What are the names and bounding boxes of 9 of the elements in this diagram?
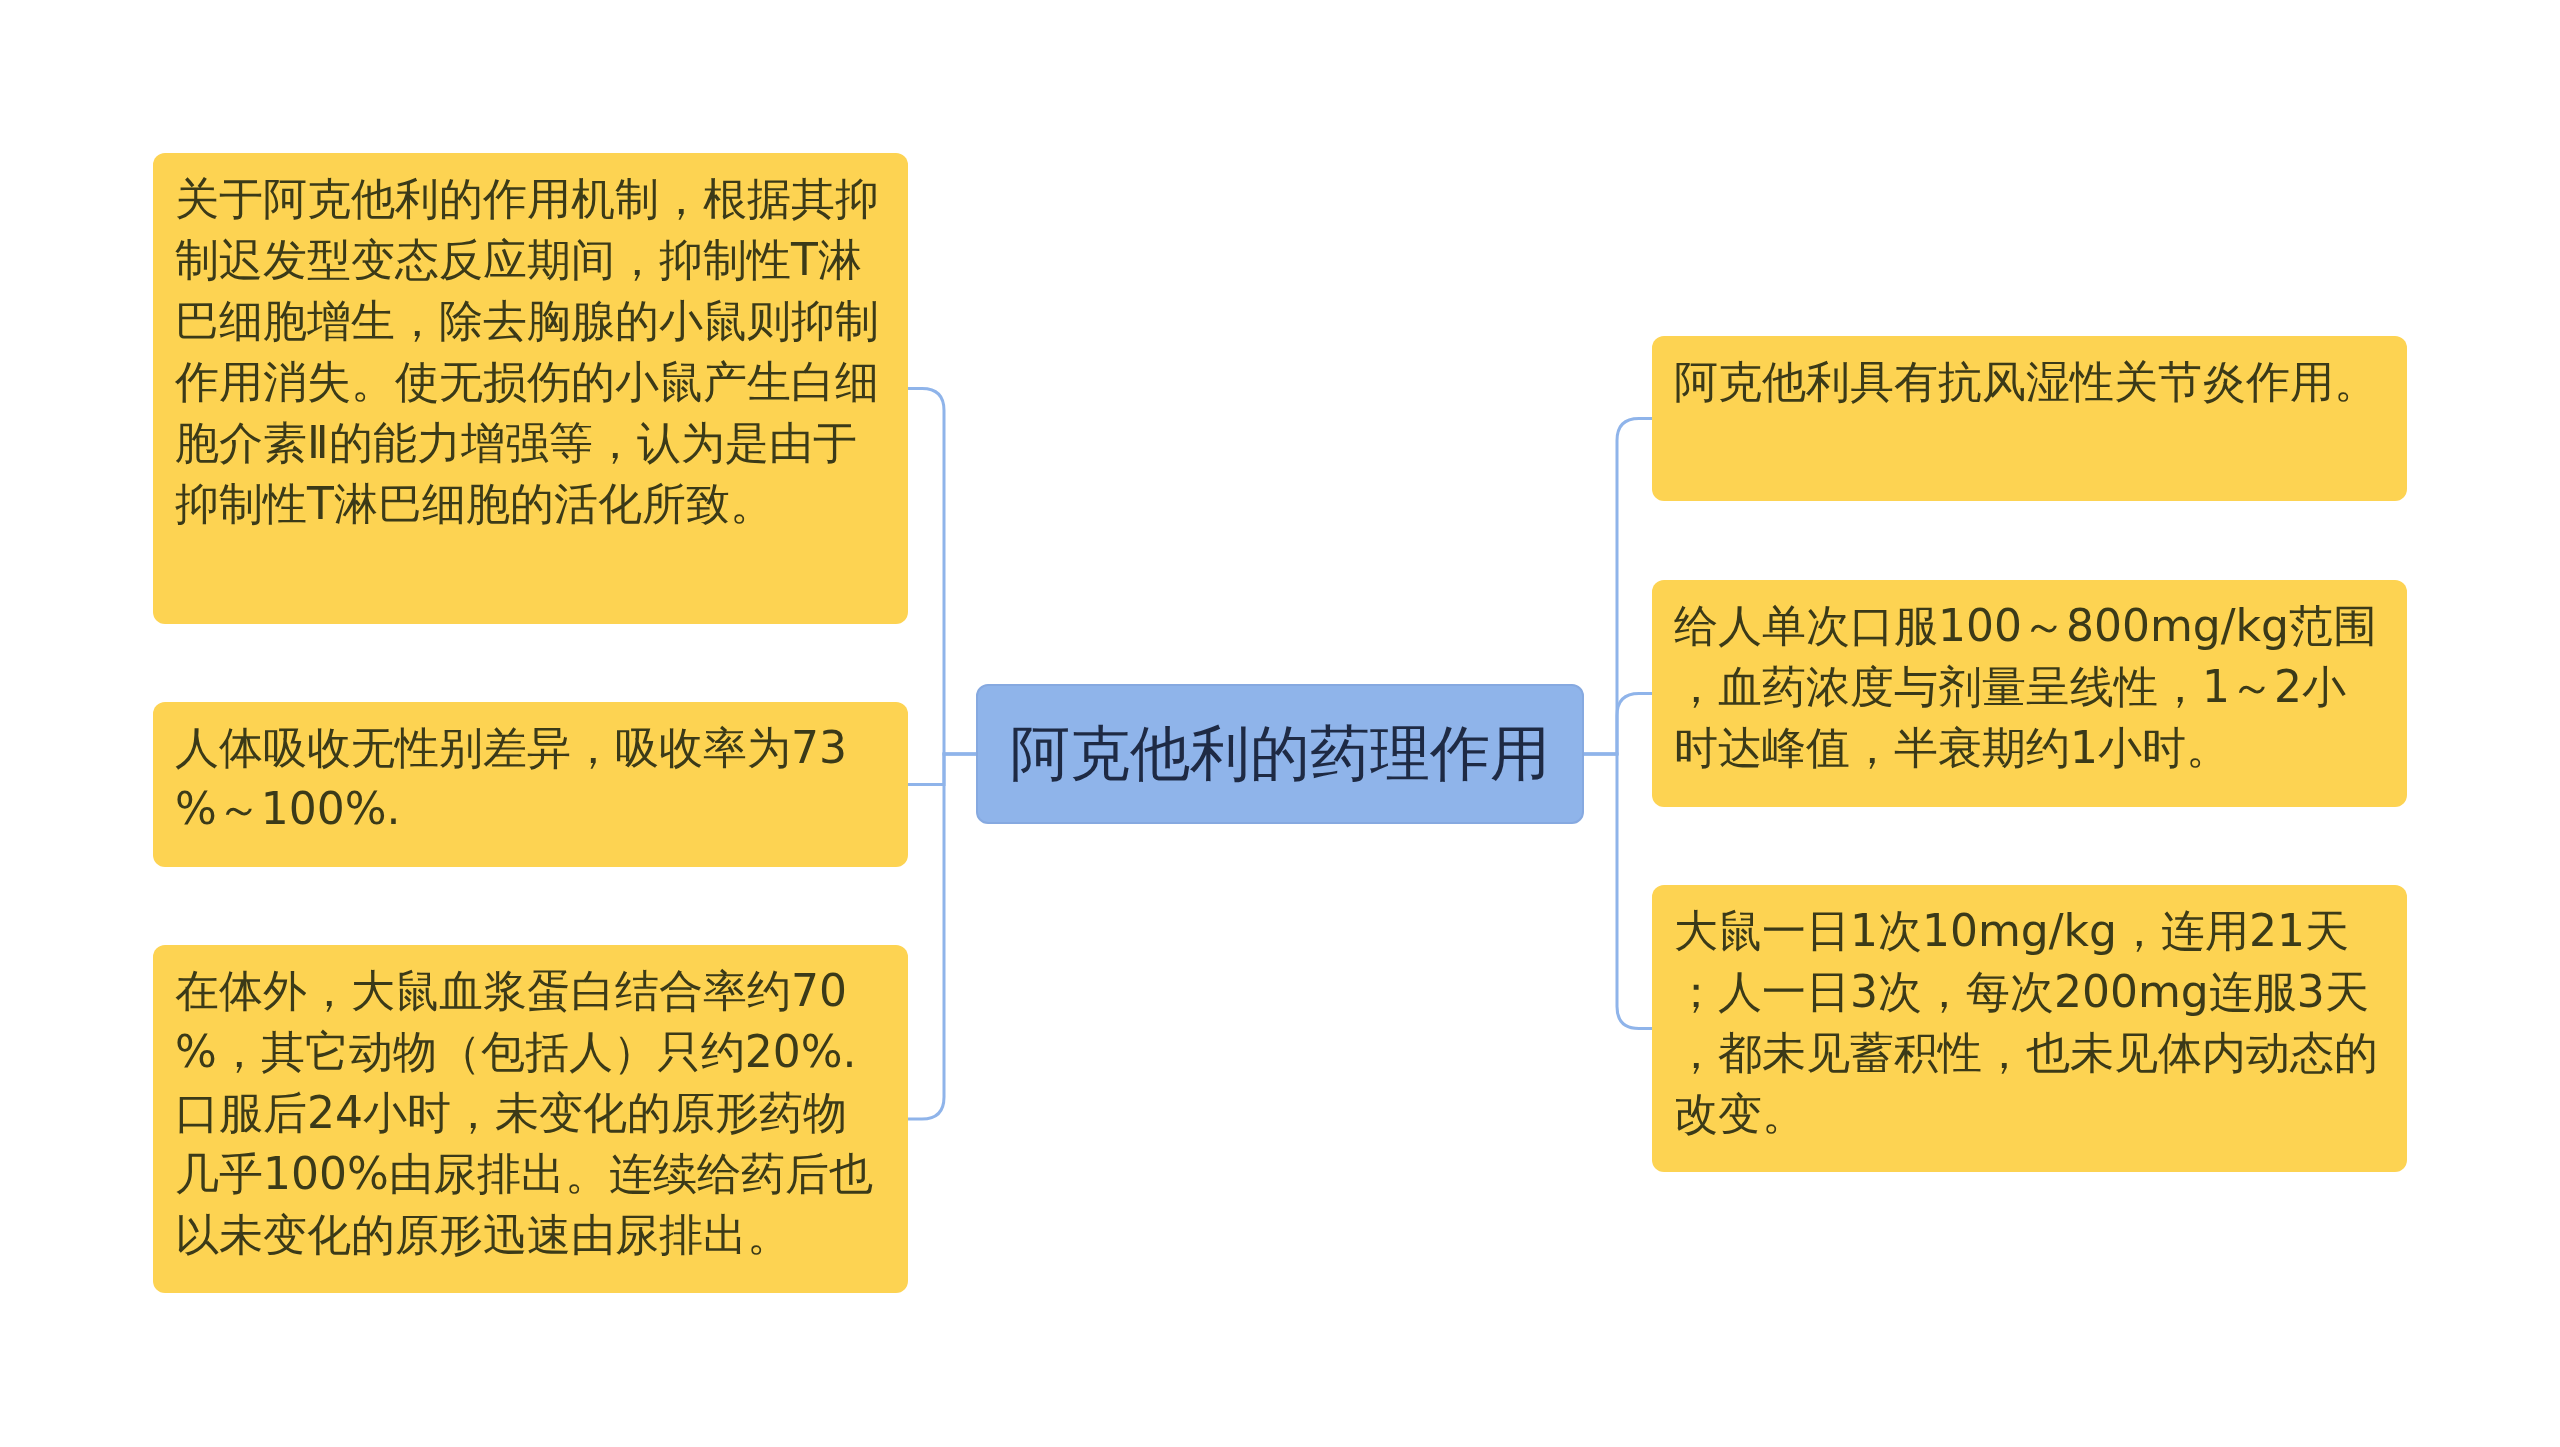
- connector-line: [908, 752, 976, 1121]
- topic-box: 关于阿克他利的作用机制，根据其抑制迟发型变态反应期间，抑制性T淋巴细胞增生，除去胸腺的小鼠则抑制作用消失。使无损伤的小鼠产生白细胞介素Ⅱ的能力增强等，认为是由于抑制性T淋巴细胞的活化所致。: [153, 153, 908, 624]
- connector-line: [1584, 752, 1652, 1030]
- topic-box: 大鼠一日1次10mg/kg，连用21天；人一日3次，每次200mg连服3天，都未见蓄积性，也未见体内动态的改变。: [1652, 885, 2407, 1172]
- topic-box: 人体吸收无性别差异，吸收率为73%～100%.: [153, 702, 908, 867]
- topic-box: 阿克他利具有抗风湿性关节炎作用。: [1652, 336, 2407, 501]
- topic-box: 给人单次口服100～800mg/kg范围，血药浓度与剂量呈线性，1～2小时达峰值，半衰期约1小时。: [1652, 580, 2407, 807]
- topic-box: 在体外，大鼠血浆蛋白结合率约70%，其它动物（包括人）只约20%.口服后24小时，未变化的原形药物几乎100%由尿排出。连续给药后也以未变化的原形迅速由尿排出。: [153, 945, 908, 1293]
- central-topic-box: 阿克他利的药理作用: [976, 684, 1584, 824]
